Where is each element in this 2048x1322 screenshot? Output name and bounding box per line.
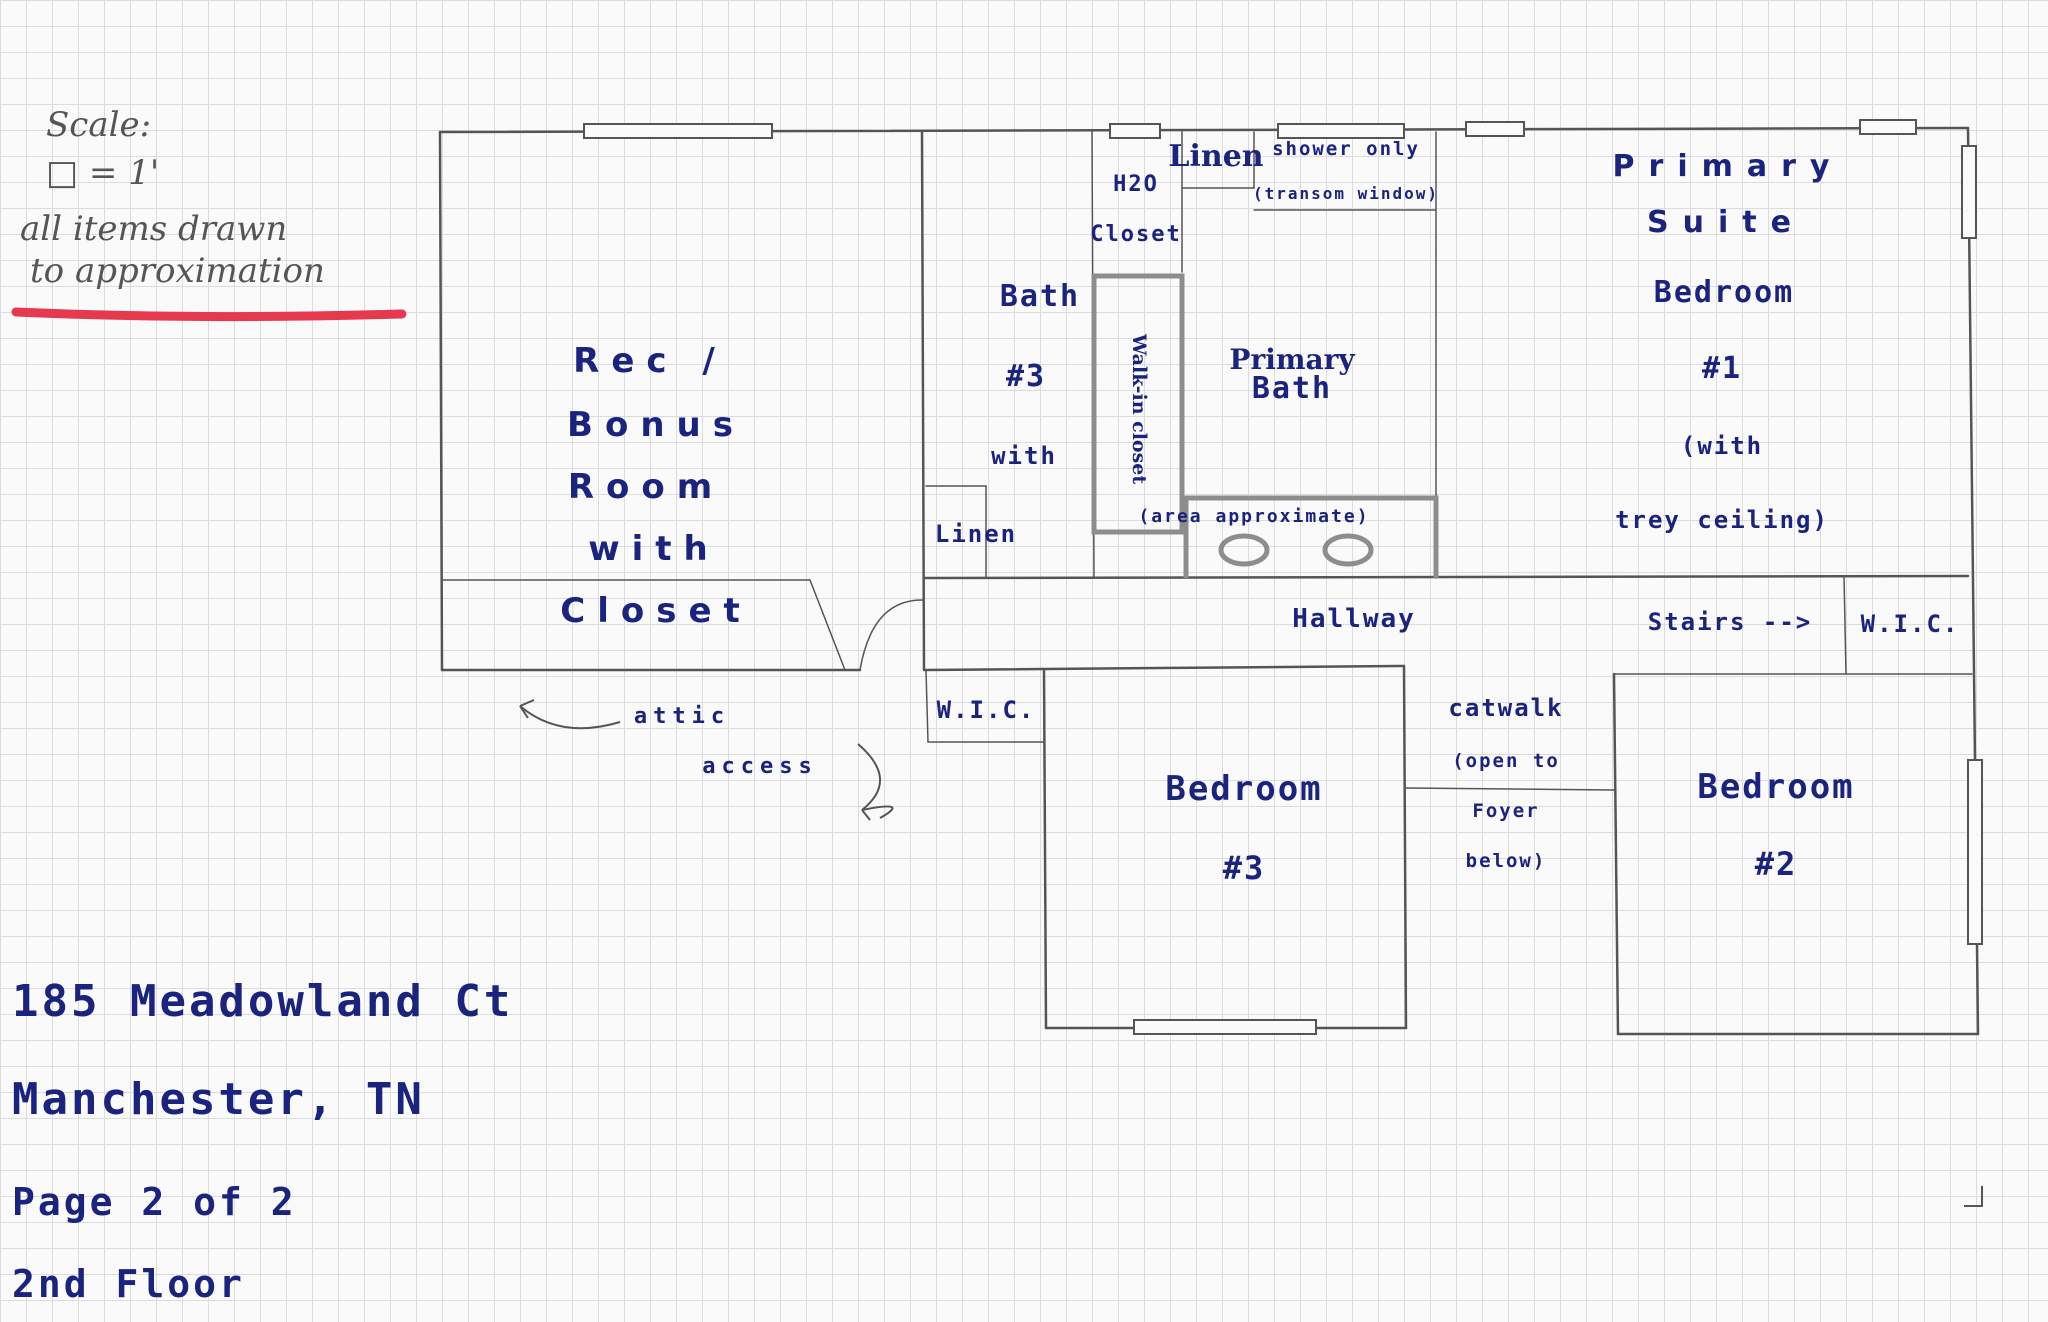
- room-primary-suite-label: (with: [1680, 432, 1764, 460]
- room-primary-suite-label: Suite: [1647, 205, 1805, 240]
- window-rec: [583, 123, 773, 139]
- room-wic-right-label: W.I.C.: [1860, 610, 1960, 638]
- wall-bed3-right: [1402, 664, 1408, 1030]
- room-bedroom2-label: #2: [1754, 845, 1798, 883]
- room-bath3-label: Bath: [999, 279, 1081, 314]
- room-bath3-label: with: [991, 442, 1057, 470]
- room-area-note: (area approximate): [1138, 506, 1370, 527]
- room-primary-suite-label: Primary: [1612, 149, 1844, 184]
- window-bed3: [1133, 1019, 1317, 1035]
- address-city: Manchester, TN: [12, 1074, 425, 1125]
- scale-note-line: to approximation: [30, 251, 325, 291]
- room-wic-left-label: W.I.C.: [936, 696, 1036, 724]
- catwalk-label: (open to: [1452, 750, 1560, 772]
- wall-bed3-left: [1042, 668, 1048, 1030]
- catwalk-label: below): [1465, 850, 1547, 872]
- attic-arrow-right: [857, 743, 894, 821]
- room-bedroom2-label: Bedroom: [1697, 767, 1855, 807]
- address-street: 185 Meadowland Ct: [12, 976, 514, 1027]
- room-rec-label: Room: [567, 467, 725, 507]
- window-h2o: [1109, 123, 1161, 139]
- wall-wic-right-left: [1843, 575, 1847, 675]
- window-bed2-side: [1967, 759, 1983, 945]
- sink-right: [1322, 533, 1374, 567]
- room-rec-label: with: [588, 529, 720, 569]
- wall-bed2-left: [1612, 672, 1620, 1036]
- floor-label: 2nd Floor: [12, 1262, 245, 1306]
- room-hallway-label: Hallway: [1292, 604, 1416, 634]
- room-rec-label: Closet: [560, 591, 752, 631]
- wall-wic-left-left: [925, 669, 929, 743]
- room-primary-bath-label: Bath: [1251, 371, 1333, 406]
- room-shower-label: shower only: [1272, 138, 1420, 160]
- sink-left: [1218, 533, 1270, 567]
- wall-rec-closet-diag: [809, 579, 846, 671]
- vanity-outline: [1183, 495, 1439, 578]
- catwalk-label: Foyer: [1472, 800, 1540, 822]
- window-suite-2: [1859, 119, 1917, 135]
- attic-access-label: access: [702, 754, 818, 779]
- wall-rec-left: [438, 130, 444, 672]
- room-primary-bath-label: Primary: [1229, 343, 1355, 376]
- corner-mark: [1964, 1186, 1983, 1207]
- wall-hall-top: [922, 574, 1970, 580]
- room-shower-label: (transom window): [1252, 184, 1440, 203]
- room-h2o-label: H2O: [1113, 172, 1159, 197]
- room-walk-in-closet-label: Walk-in closet: [1128, 334, 1150, 485]
- wall-hall-bottom-left: [922, 664, 1406, 672]
- scale-label: Scale:: [46, 105, 152, 145]
- window-suite-1: [1465, 121, 1525, 137]
- window-shower: [1277, 123, 1405, 139]
- room-rec-label: Rec /: [573, 341, 727, 381]
- room-linen-bath3-label: Linen: [934, 520, 1018, 548]
- wall-catwalk: [1405, 787, 1615, 791]
- scale-value: □ = 1': [46, 153, 160, 193]
- wall-rec-bath: [920, 130, 926, 672]
- room-stairs-label: Stairs -->: [1647, 608, 1813, 636]
- room-bedroom3-label: #3: [1222, 849, 1266, 887]
- room-bath3-label: #3: [1005, 359, 1047, 394]
- room-linen-top-label: Linen: [1168, 139, 1264, 174]
- page-number: Page 2 of 2: [12, 1180, 297, 1224]
- room-primary-suite-label: Bedroom: [1653, 275, 1795, 310]
- room-h2o-label: Closet: [1090, 222, 1182, 247]
- catwalk-label: catwalk: [1448, 694, 1564, 722]
- door-swing-rec: [859, 599, 923, 671]
- room-primary-suite-label: #1: [1701, 351, 1743, 386]
- scale-note-line: all items drawn: [20, 209, 288, 249]
- room-primary-suite-label: trey ceiling): [1615, 506, 1829, 534]
- attic-access-label: attic: [633, 704, 731, 729]
- scale-underline: [11, 307, 407, 322]
- attic-arrow-left: [519, 699, 621, 730]
- room-bedroom3-label: Bedroom: [1165, 769, 1323, 809]
- walk-in-closet-outline: [1091, 273, 1185, 535]
- window-suite-side: [1961, 145, 1977, 239]
- room-rec-label: Bonus: [567, 405, 745, 445]
